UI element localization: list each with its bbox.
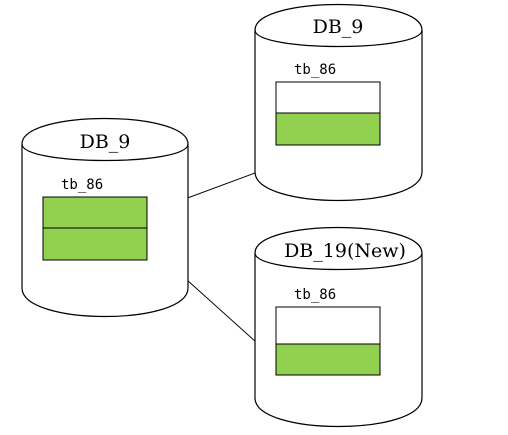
database-name: DB_19(New) xyxy=(284,240,406,262)
table-row-1 xyxy=(275,306,381,345)
database-cylinder-target-top: DB_9 tb_86 xyxy=(254,3,423,202)
database-cylinder-target-new: DB_19(New) tb_86 xyxy=(254,226,423,428)
table-row-1 xyxy=(275,81,381,114)
table-row-2 xyxy=(42,227,148,261)
table-name: tb_86 xyxy=(294,62,336,78)
database-name: DB_9 xyxy=(313,16,364,38)
cylinder-top-rim xyxy=(254,252,423,271)
database-name: DB_9 xyxy=(80,131,131,153)
cylinder-top-rim xyxy=(254,29,423,48)
table-row-2 xyxy=(275,343,381,376)
cylinder-top-rim xyxy=(21,143,189,162)
table-row-2 xyxy=(275,112,381,146)
table-row-1 xyxy=(42,196,148,229)
table-name: tb_86 xyxy=(294,287,336,303)
table-name: tb_86 xyxy=(61,177,103,193)
database-cylinder-source: DB_9 tb_86 xyxy=(21,117,189,318)
